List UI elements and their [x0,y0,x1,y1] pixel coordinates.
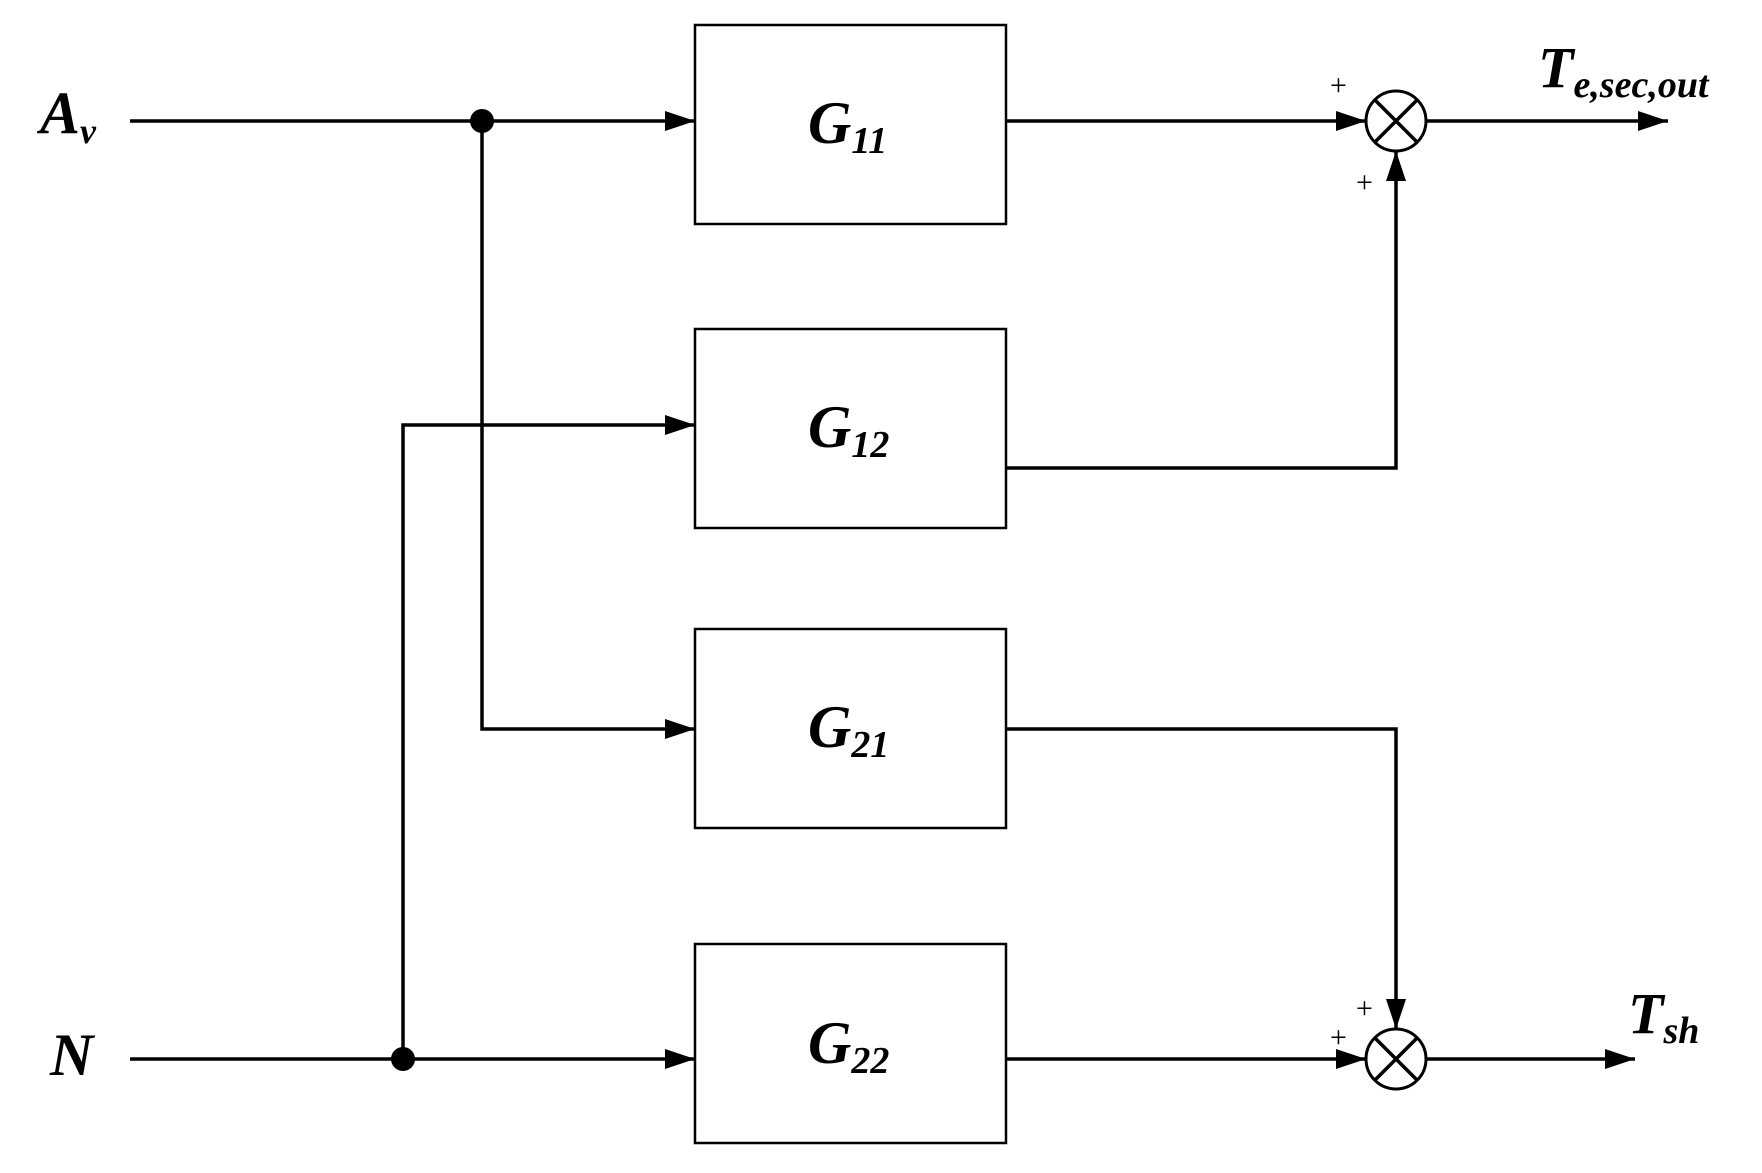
sum-bottom-sign-left: + [1330,1021,1347,1054]
block-g21: G21 [693,627,1008,830]
block-g11: G11 [693,23,1008,226]
sum-bottom-sign-top: + [1356,992,1373,1025]
sum-top-sign-left: + [1330,69,1347,102]
block-g12: G12 [693,327,1008,530]
wire-av-to-g21 [480,121,695,739]
summing-junction-icon [1364,89,1428,153]
wire-g21-to-sum-bottom [1006,727,1406,1029]
branch-point-icon [470,109,494,133]
block-g21-label: G21 [808,694,889,766]
output-label-t-sh: Tsh [1628,981,1699,1052]
sum-top-sign-bottom: + [1356,166,1373,199]
input-label-n: N [49,1022,96,1088]
block-g22-label: G22 [808,1010,889,1082]
summing-junction-icon [1364,1027,1428,1091]
output-label-t-e-sec-out: Te,sec,out [1538,35,1710,106]
block-g11-label: G11 [808,90,887,162]
branch-point-icon [391,1047,415,1071]
wire-n-to-g12 [401,415,695,1059]
block-g22: G22 [693,942,1008,1145]
wire-g12-to-sum-top [1006,151,1406,470]
input-label-a-v: Av [36,80,97,151]
block-g12-label: G12 [808,394,889,466]
